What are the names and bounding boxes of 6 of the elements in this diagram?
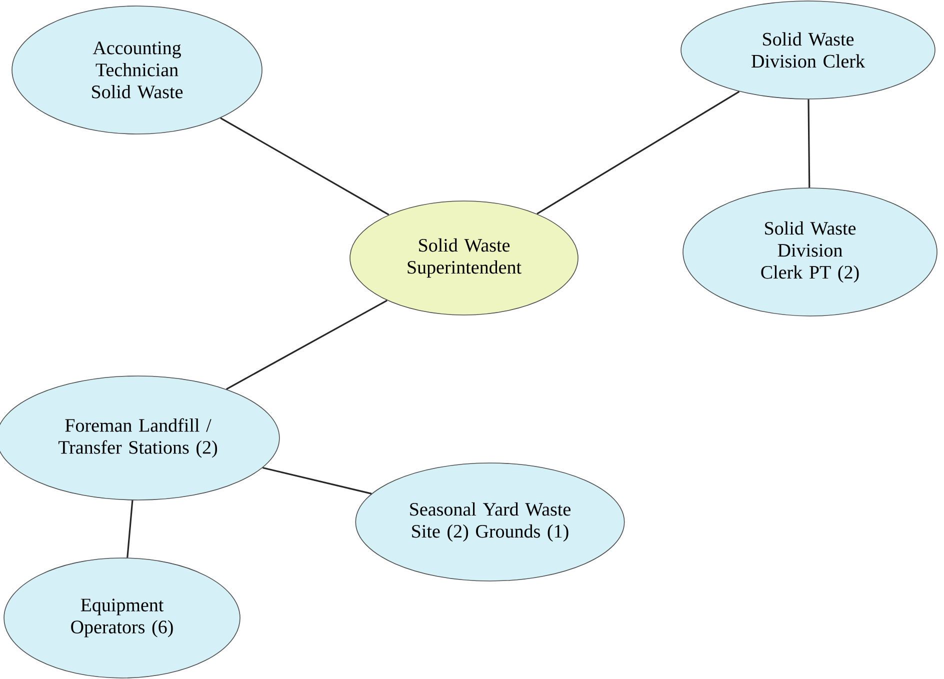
connector-line [536, 90, 740, 214]
connector-line [226, 300, 388, 390]
connector-line [126, 500, 134, 558]
connector-line [808, 99, 810, 188]
connector-line [262, 466, 372, 494]
connector-line [220, 117, 390, 216]
